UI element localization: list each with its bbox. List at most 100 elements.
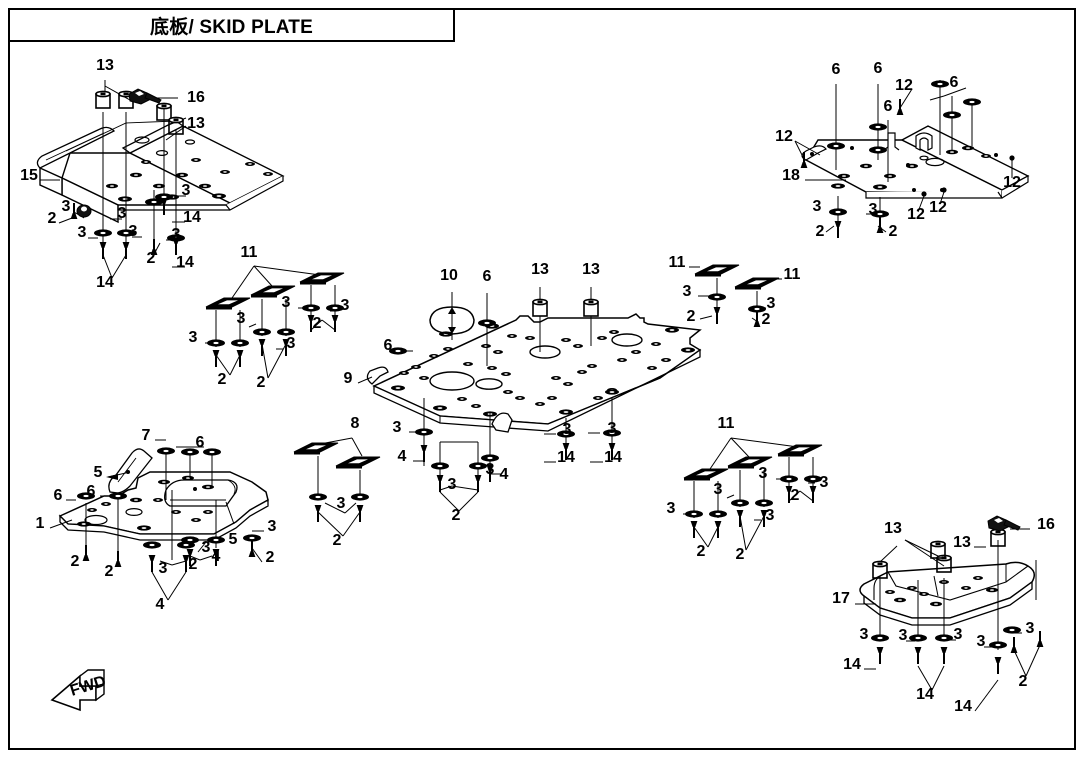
part-callout-11: 11 [784, 266, 801, 283]
part-callout-4: 4 [398, 448, 407, 465]
part-callout-3: 3 [860, 626, 869, 643]
part-callout-2: 2 [762, 311, 771, 328]
part-callout-14: 14 [604, 449, 622, 466]
part-callout-17: 17 [832, 590, 850, 607]
part-callout-4: 4 [500, 466, 509, 483]
part-callout-6: 6 [832, 61, 841, 78]
part-callout-13: 13 [96, 57, 114, 74]
part-callout-3: 3 [337, 495, 346, 512]
part-callout-6: 6 [384, 337, 393, 354]
part-callout-13: 13 [884, 520, 902, 537]
part-callout-3: 3 [448, 476, 457, 493]
part-callout-2: 2 [218, 371, 227, 388]
part-callout-2: 2 [333, 532, 342, 549]
part-callout-2: 2 [1019, 673, 1028, 690]
part-callout-12: 12 [929, 199, 947, 216]
assembly-lower-right-plate [855, 515, 1044, 712]
part-callout-3: 3 [189, 329, 198, 346]
part-callout-4: 4 [212, 548, 221, 565]
part-callout-3: 3 [129, 223, 138, 240]
part-callout-5: 5 [94, 464, 103, 481]
part-callout-3: 3 [172, 226, 181, 243]
part-callout-6: 6 [87, 483, 96, 500]
part-callout-14: 14 [843, 656, 861, 673]
part-callout-3: 3 [78, 224, 87, 241]
part-callout-3: 3 [813, 198, 822, 215]
part-callout-8: 8 [351, 415, 360, 432]
part-callout-3: 3 [118, 205, 127, 222]
part-callout-2: 2 [313, 315, 322, 332]
part-callout-2: 2 [105, 563, 114, 580]
assembly-bracket-group-8 [293, 437, 381, 537]
part-callout-2: 2 [147, 250, 156, 267]
part-callout-14: 14 [954, 698, 972, 715]
part-callout-2: 2 [189, 556, 198, 573]
part-callout-3: 3 [1026, 620, 1035, 637]
part-callout-15: 15 [20, 167, 38, 184]
part-callout-3: 3 [159, 560, 168, 577]
part-callout-14: 14 [557, 449, 575, 466]
part-callout-3: 3 [954, 626, 963, 643]
assembly-upper-left-plate [36, 80, 285, 279]
part-callout-13: 13 [531, 261, 549, 278]
assembly-bracket-group-11-upper [205, 265, 345, 379]
assembly-upper-right-plate [794, 80, 1030, 238]
part-callout-4: 4 [156, 596, 165, 613]
part-callout-3: 3 [767, 295, 776, 312]
part-callout-12: 12 [895, 77, 913, 94]
part-callout-2: 2 [697, 543, 706, 560]
part-callout-7: 7 [142, 427, 151, 444]
part-callout-14: 14 [176, 254, 194, 271]
part-callout-16: 16 [187, 89, 205, 106]
part-callout-2: 2 [48, 210, 57, 227]
part-callout-2: 2 [452, 507, 461, 524]
part-callout-11: 11 [241, 244, 258, 261]
part-callout-3: 3 [759, 465, 768, 482]
part-callout-6: 6 [884, 98, 893, 115]
part-callout-16: 16 [1037, 516, 1055, 533]
part-callout-3: 3 [182, 182, 191, 199]
fwd-direction-marker: FWD [50, 669, 108, 712]
part-callout-3: 3 [287, 335, 296, 352]
assembly-bracket-pair-11-right [689, 264, 782, 327]
part-callout-3: 3 [62, 198, 71, 215]
part-callout-13: 13 [953, 534, 971, 551]
part-callout-11: 11 [669, 254, 686, 271]
part-callout-3: 3 [393, 419, 402, 436]
part-callout-2: 2 [266, 549, 275, 566]
part-callout-6: 6 [483, 268, 492, 285]
part-callout-3: 3 [667, 500, 676, 517]
part-callout-5: 5 [229, 531, 238, 548]
part-callout-14: 14 [96, 274, 114, 291]
part-callout-3: 3 [202, 539, 211, 556]
part-callout-3: 3 [766, 507, 775, 524]
part-callout-12: 12 [1003, 174, 1021, 191]
part-callout-1: 1 [36, 515, 45, 532]
part-callout-9: 9 [344, 370, 353, 387]
part-callout-13: 13 [187, 115, 205, 132]
part-callout-12: 12 [907, 206, 925, 223]
part-callout-3: 3 [486, 461, 495, 478]
part-callout-11: 11 [718, 415, 735, 432]
part-callout-14: 14 [183, 209, 201, 226]
assembly-lower-left-plate [49, 439, 269, 601]
part-callout-18: 18 [782, 167, 800, 184]
part-callout-3: 3 [899, 627, 908, 644]
part-callout-2: 2 [71, 553, 80, 570]
part-callout-14: 14 [916, 686, 934, 703]
part-callout-6: 6 [196, 434, 205, 451]
part-callout-3: 3 [714, 481, 723, 498]
page-border [8, 8, 1076, 750]
assembly-bracket-group-11-lower [683, 437, 823, 551]
part-callout-3: 3 [683, 283, 692, 300]
part-callout-2: 2 [736, 546, 745, 563]
part-callout-2: 2 [791, 487, 800, 504]
part-callout-2: 2 [816, 223, 825, 240]
